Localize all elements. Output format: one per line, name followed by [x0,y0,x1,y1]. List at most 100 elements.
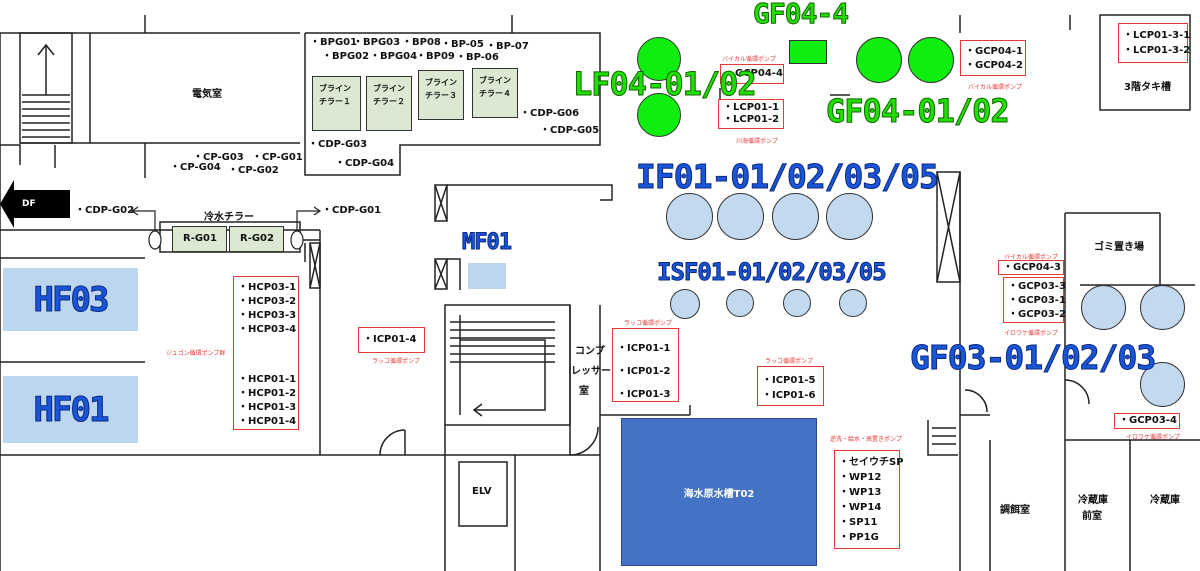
cp-label: ・CP-G04 [170,162,221,173]
bp-label: ・BP-05 [441,39,484,50]
room-fridge: 冷蔵庫 [1150,495,1180,506]
brine-chiller-label: チラー３ [425,91,457,100]
room-compressor-line2: レッサー [571,366,611,377]
pump-item: ・LCP01-3-1 [1123,30,1191,41]
pump-item: ・HCP03-3 [238,310,297,321]
sp-pump-group: ・セイウチSP ・WP12 ・WP13 ・WP14 ・SP11 ・PP1G [834,450,904,549]
brine-chiller-3: ブライン チラー３ [418,70,464,120]
pump-item: ・LCP01-3-2 [1123,45,1191,56]
pump-item: ・ICP01-2 [617,366,671,377]
gcp03-caption: イロワケ循環ポンプ [1004,330,1058,337]
pump-item: ・セイウチSP [839,457,904,468]
lcp01-caption: 川海循環ポンプ [736,138,778,145]
pump-item: ・GCP04-3 [1003,262,1061,273]
lcp01-pump-group: ・LCP01-1 ・LCP01-2 [718,99,784,129]
sp-caption: 逆洗・給水・高置きポンプ [830,436,902,443]
room-3f-tank: 3階タキ槽 [1124,82,1171,93]
gf04-4-tank [789,40,827,64]
icp56-caption: ラッコ循環ポンプ [765,358,813,365]
brine-chiller-1: ブライン チラー１ [312,76,361,131]
pump-item: ・HCP03-4 [238,324,297,335]
pump-item: ・LCP01-2 [723,114,780,125]
hf03-label: HF03 [33,279,110,320]
icp01-caption: ラッコ循環ポンプ [624,320,672,327]
bp-label: ・BP-07 [486,41,529,52]
bp-label: ・BP-06 [456,52,499,63]
if01-tank [826,193,873,240]
pump-item: ・GCP03-1 [1008,295,1066,306]
pump-item: ・HCP01-2 [238,388,297,399]
pump-item: ・ICP01-3 [617,389,671,400]
chiller-r-g02: R-G02 [229,226,284,252]
room-elevator: ELV [472,486,492,497]
pump-item: ・HCP03-2 [238,296,297,307]
chiller-r-g01-label: R-G01 [183,233,217,244]
pump-item: ・ICP01-6 [762,390,816,401]
lf04-tank [637,37,681,81]
pump-item: ・HCP01-1 [238,374,297,385]
hcp-pump-group: ・HCP03-1 ・HCP03-2 ・HCP03-3 ・HCP03-4 ・HCP… [233,276,299,430]
pump-item: ・HCP03-1 [238,282,297,293]
isf01-label: ISF01-01/02/03/05 [657,258,888,286]
cdp-label: ・CDP-G01 [322,205,382,216]
gf03-tank [1081,285,1126,330]
pump-item: ・ICP01-4 [363,334,417,345]
gf04-tank [908,37,954,83]
gf04-4-label: GF04-4 [752,0,849,30]
hf01-label: HF01 [33,389,110,430]
pump-item: ・WP14 [839,502,882,513]
lcp01-3-pump-group: ・LCP01-3-1 ・LCP01-3-2 [1118,23,1191,63]
pump-item: ・ICP01-1 [617,343,671,354]
brine-chiller-4: ブライン チラー４ [472,68,518,118]
bp-label: ・BPG02 [322,51,370,62]
exit-arrow-label: DF [22,199,36,209]
pump-item: ・SP11 [839,517,878,528]
room-fridge-front-line1: 冷蔵庫 [1078,495,1108,506]
gcp03-4-pump-group: ・GCP03-4 [1114,413,1180,429]
pump-item: ・GCP03-4 [1119,415,1177,426]
room-garbage: ゴミ置き場 [1094,242,1144,253]
isf01-tank [783,289,811,317]
cp-label: ・CP-G02 [228,165,279,176]
bp-label: ・BPG01 [310,37,358,48]
hf03-pool: HF03 [3,268,138,331]
room-fridge-front-line2: 前室 [1082,511,1102,522]
brine-chiller-label: チラー１ [319,97,351,106]
mf01-label: MF01 [462,230,513,255]
icp56-pump-group: ・ICP01-5 ・ICP01-6 [757,366,824,406]
icp01-4-caption: ラッコ循環ポンプ [372,358,420,365]
if01-tank [772,193,819,240]
isf01-tank [670,289,700,319]
brine-chiller-label: チラー２ [373,97,405,106]
chiller-r-g02-label: R-G02 [240,233,274,244]
lf04-label: LF04-01/02 [573,65,758,103]
brine-chiller-label: チラー４ [479,89,511,98]
pump-item: ・WP13 [839,487,882,498]
pump-item: ・HCP01-3 [238,402,297,413]
pump-item: ・GCP04-4 [725,68,783,79]
mf01-tank [468,263,506,289]
lf04-tank [637,93,681,137]
gcp043-caption: バイカル循環ポンプ [1004,254,1058,261]
gcp03-pump-group: ・GCP03-3 ・GCP03-1 ・GCP03-2 [1003,277,1066,323]
chilled-water-chiller-label: 冷水チラー [204,212,254,223]
gf03-tank [1140,285,1185,330]
gf03-tank [1140,362,1185,407]
gcp04-pump-group: ・GCP04-1 ・GCP04-2 [960,40,1026,76]
cdp-label: ・CDP-G05 [540,125,600,136]
pump-item: ・GCP03-3 [1008,281,1066,292]
gf03-label: GF03-01/02/03 [909,338,1156,377]
room-electrical: 電気室 [192,89,222,100]
gcp034-caption: イロワケ循環ポンプ [1126,434,1180,441]
bp-label: ・BPG04 [370,51,418,62]
gf04-tank [856,37,902,83]
pump-item: ・PP1G [839,532,879,543]
gf04-0102-label: GF04-01/02 [826,92,1011,130]
cp-label: ・CP-G01 [252,152,303,163]
gcp04-3-pump-group: ・GCP04-3 [998,260,1064,275]
hcp-caption: ジュゴン循環ポンプ群 [166,350,226,357]
cp-label: ・CP-G03 [193,152,244,163]
seawater-tank-t02: 海水原水槽T02 [621,418,817,566]
room-kitchen: 調餌室 [1000,505,1030,516]
